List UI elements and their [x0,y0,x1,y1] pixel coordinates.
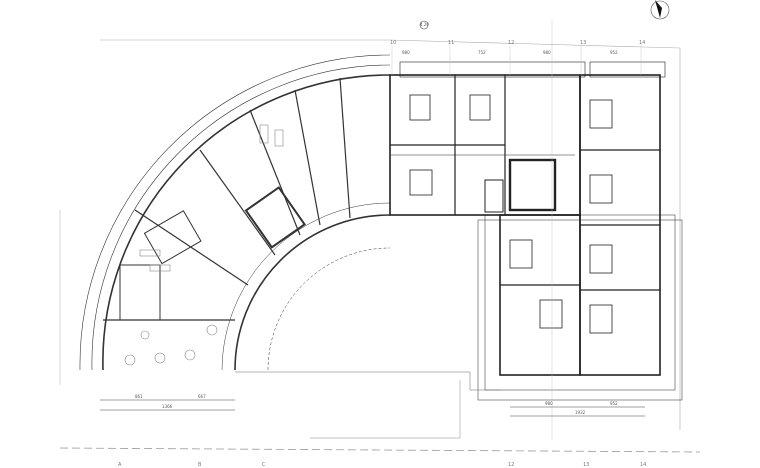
curved-wing [79,54,391,371]
dimension: 1366 [162,404,173,409]
stair-core [508,158,557,212]
north-block [389,61,586,216]
grid-label: C [262,462,266,468]
grid-label: B [198,462,202,468]
grid-label: 10 [390,40,396,46]
grid-axes-top [391,20,642,440]
site-boundary [59,447,701,453]
elevation-marker-icon [419,20,429,30]
courtyard-edge [235,371,500,391]
elevation-marker-label: 4.20 [420,22,429,27]
dimension: 752 [478,50,486,55]
grid-label: 12 [508,462,514,468]
grid-label: 12 [508,40,514,46]
grid-label: 13 [580,40,586,46]
dimension-lines [100,399,645,417]
dimension: 952 [610,401,618,406]
grid-label: 14 [639,40,645,46]
dimension: 980 [543,50,551,55]
dimension: 980 [402,50,410,55]
dimension: 861 [135,394,143,399]
dimension: 1932 [575,410,586,415]
east-wing [477,61,683,401]
grid-label: A [118,462,122,468]
furniture [124,124,284,366]
grid-label: 13 [583,462,589,468]
property-line [100,39,681,430]
grid-label: 11 [448,40,454,46]
dimension: 667 [198,394,206,399]
dimension: 952 [610,50,618,55]
dimension: 980 [545,401,553,406]
north-arrow-icon [650,0,670,20]
grid-label: 14 [640,462,646,468]
